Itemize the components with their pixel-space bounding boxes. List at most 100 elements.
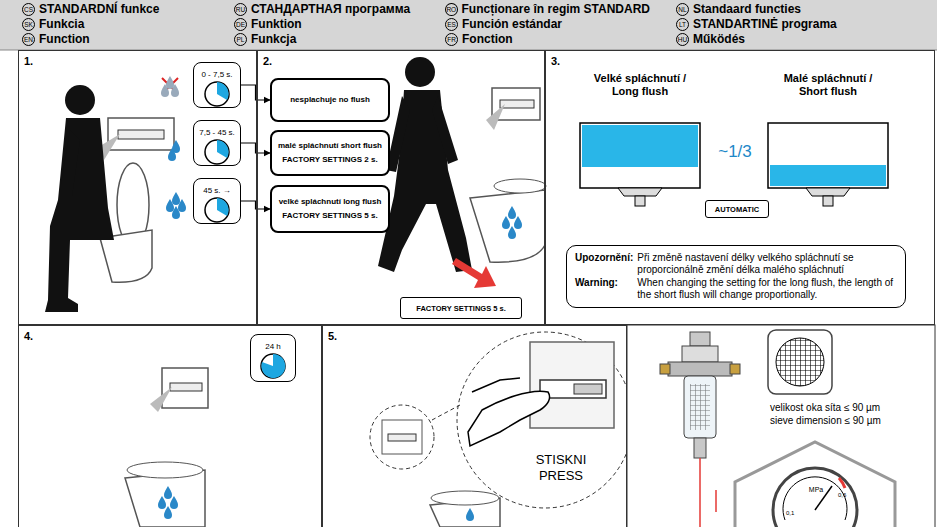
drawing-part [172, 192, 180, 205]
drawing-part [431, 491, 499, 505]
drawing-part [715, 490, 717, 512]
sieve-note: sieve dimension ≤ 90 µm [770, 415, 930, 426]
node-text: When changing the setting for the long f… [637, 277, 897, 301]
automatic-box: AUTOMATIC [705, 200, 769, 218]
node-text: Function [39, 32, 90, 46]
node-text: HU [676, 33, 689, 46]
panel-two-figure [378, 57, 546, 288]
drawing-part [457, 332, 626, 508]
node-text: ES [445, 18, 458, 31]
node-text: STANDARTINĖ programa [693, 17, 837, 31]
drawing-part [668, 362, 732, 376]
node-text: velké spláchnutí long flush [279, 197, 382, 207]
node-text: FR [445, 33, 458, 46]
drawing-part [150, 387, 172, 412]
drawing-part [770, 165, 886, 186]
drawing-part [635, 196, 645, 206]
node-text: Función estándar [462, 17, 562, 31]
node-text: СТАНДАРТНАЯ программа [251, 2, 410, 16]
drawing-part [768, 123, 888, 188]
drawing-part [217, 198, 229, 216]
drawing-part [502, 206, 522, 239]
drawing-part [370, 405, 434, 469]
node-text: FACTORY SETTINGS 5 s. [416, 304, 505, 313]
drawing-part [378, 90, 472, 272]
drawing-part [205, 82, 229, 106]
drawing-part [170, 496, 178, 509]
drawing-part [161, 84, 169, 97]
drawing-part [161, 76, 179, 97]
drawing-part [699, 458, 701, 527]
node-text: 0 - 7,5 s. [200, 70, 233, 79]
node-text: malé spláchnutí short flush [278, 141, 382, 151]
language-heading: CSSTANDARDNÍ funkce [22, 2, 227, 16]
drawing-part [164, 506, 172, 519]
drawing-part [166, 76, 174, 89]
node-text: EN [22, 33, 35, 46]
drawing-part [494, 179, 546, 193]
drawing-part [205, 198, 229, 222]
node-text: Standaard functies [693, 2, 801, 16]
node-text: RO [445, 3, 458, 16]
node-text: FACTORY SETTINGS 2 s. [282, 155, 377, 165]
node-text: 3. [546, 52, 565, 70]
tank-caption: Malé spláchnutí / Short flush [773, 72, 883, 98]
drawing-part [472, 378, 520, 392]
flush-tanks [580, 123, 888, 206]
drawing-part [574, 384, 602, 394]
drawing-part [486, 104, 505, 130]
node-text: LT [676, 18, 689, 31]
drawing-part [166, 199, 174, 212]
node-text: Funkcja [251, 32, 296, 46]
node-text: nesplachuje no flush [290, 95, 370, 105]
ratio-label: ~1/3 [710, 142, 760, 162]
header-band [0, 0, 937, 50]
language-heading: RU СТАНДАРТНАЯ программа [234, 2, 439, 16]
node-text: 5. [323, 327, 342, 345]
filter-and-gauge [660, 330, 895, 527]
connector-arrow [241, 85, 270, 100]
drawing-part [158, 496, 166, 509]
node-text: Működés [693, 32, 745, 46]
drawing-part [205, 140, 229, 164]
setting-box: FACTORY SETTINGS 5 s. [400, 297, 522, 319]
drawing-part [386, 96, 458, 172]
drawing-part [690, 384, 710, 430]
node-text: 2. [258, 52, 277, 70]
drawing-part [470, 190, 545, 262]
node-text: 24 h [264, 342, 282, 351]
drawing-part [530, 342, 614, 428]
drawing-part [261, 354, 285, 378]
drawing-part [205, 198, 229, 222]
drawing-part [205, 140, 229, 164]
node-text: NL [676, 3, 689, 16]
drawing-part [125, 470, 205, 527]
drawing-part [514, 216, 522, 229]
gauge-unit: MPa [804, 486, 828, 493]
warning-box: Upozornění:Při změně nastavení délky vel… [566, 245, 906, 308]
press-label: STISKNI PRESS [525, 452, 597, 484]
drawing-part [158, 486, 178, 519]
drawing-part [500, 100, 534, 108]
language-heading: DEFunktion [234, 17, 439, 31]
language-heading: FR Fonction [445, 32, 650, 46]
drawing-part [730, 364, 740, 374]
flush-mode-box: nesplachuje no flush [270, 78, 390, 122]
drawing-part [45, 118, 114, 312]
drawing-part [694, 438, 706, 458]
drawing-part [108, 118, 174, 150]
drawing-part [508, 206, 516, 219]
language-heading: PLFunkcja [234, 32, 439, 46]
node-text: RU [234, 3, 247, 16]
gauge-scale: 0,6 [838, 492, 854, 498]
drawing-part [452, 258, 496, 288]
drawing-part [127, 462, 203, 478]
drawing-part [171, 84, 179, 97]
drawing-part [502, 216, 510, 229]
drawing-part [261, 354, 285, 378]
flush-mode-box: malé spláchnutí short flushFACTORY SETTI… [270, 130, 390, 176]
gauge-scale: 0,1 [786, 510, 802, 516]
drawing-part [684, 376, 716, 438]
node-text: Fonction [462, 32, 513, 46]
drawing-part [580, 123, 700, 188]
